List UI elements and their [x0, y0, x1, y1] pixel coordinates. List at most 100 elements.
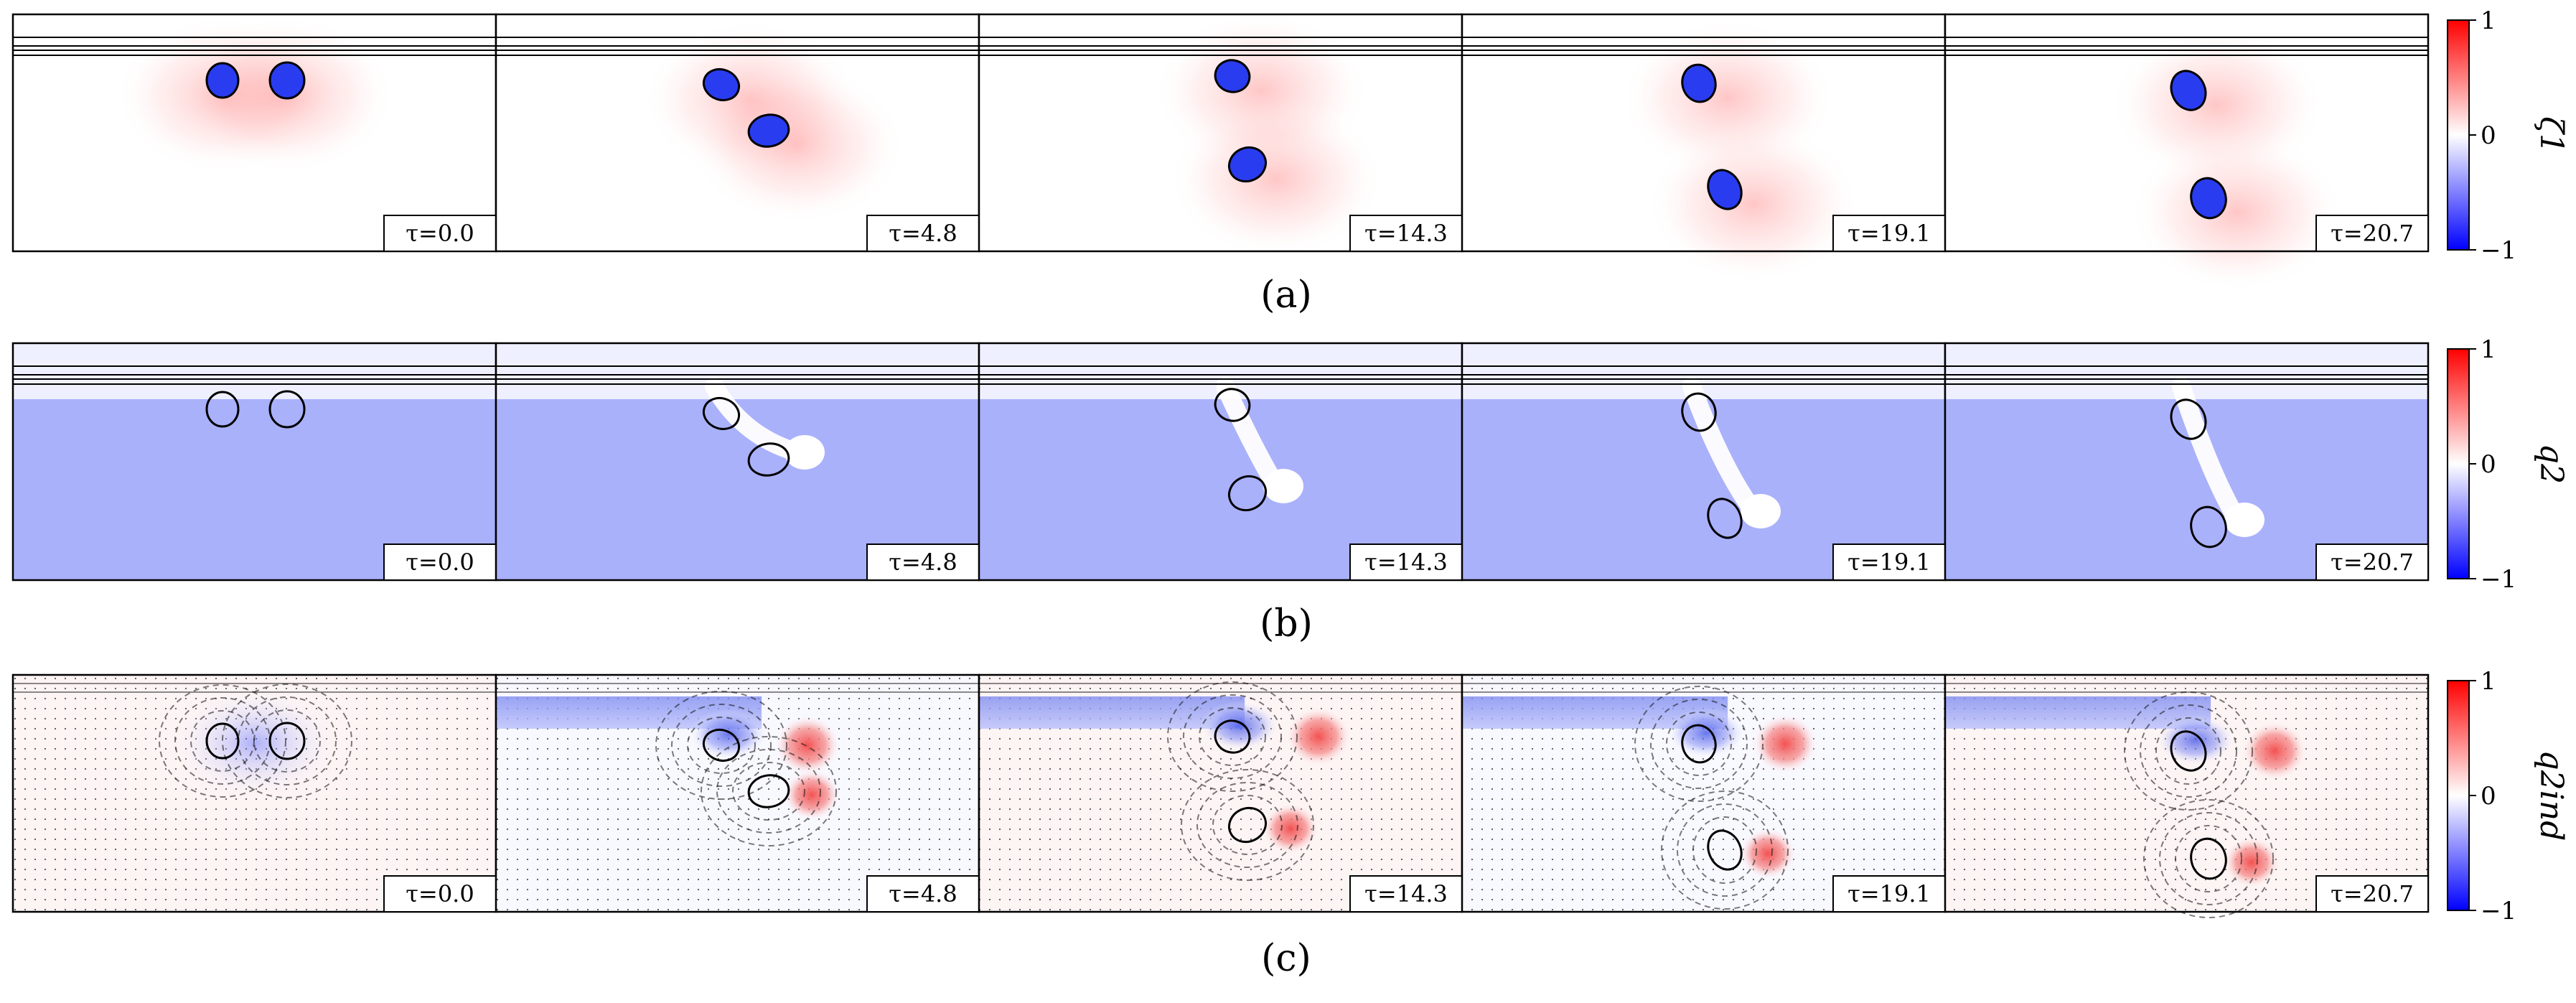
- induced-blue-core: [1667, 708, 1746, 758]
- vortex-contour: [2170, 730, 2207, 772]
- quiver-swirl: [1181, 769, 1314, 881]
- quiver-swirl: [2124, 691, 2253, 811]
- panel-a-5: τ=20.7: [1944, 13, 2430, 291]
- quiver-swirl: [1183, 694, 1282, 779]
- time-label-box: [1832, 875, 1946, 913]
- time-label-box: [1349, 544, 1463, 581]
- quiver-swirl: [687, 717, 756, 774]
- time-label: τ=14.3: [1364, 880, 1448, 908]
- time-label: τ=4.8: [889, 880, 957, 908]
- quiver-swirl: [1666, 712, 1732, 776]
- panel-c-3: τ=14.3: [978, 673, 1463, 913]
- time-label: τ=20.7: [2331, 220, 2414, 247]
- induced-red-core: [783, 769, 840, 821]
- quiver-swirl: [222, 684, 352, 798]
- quiver-swirl: [190, 710, 255, 772]
- vortex-contour: [268, 722, 306, 760]
- colorbar-label: ζ1: [2533, 116, 2570, 154]
- time-label: τ=20.7: [2331, 549, 2414, 576]
- time-label-box: [2315, 875, 2429, 913]
- induced-red-core: [2223, 836, 2280, 888]
- time-label-box: [1349, 875, 1463, 913]
- vortex-contour: [1707, 498, 1743, 539]
- time-label-box: [866, 875, 980, 913]
- induced-red-core: [1262, 803, 1319, 854]
- colorbar-tick-label: 1: [2481, 667, 2496, 696]
- induced-blue-core: [689, 709, 768, 760]
- quiver-swirl: [2140, 704, 2237, 798]
- panel-a-2: τ=4.8: [495, 13, 980, 253]
- vortex-contour: [2190, 177, 2227, 220]
- quiver-swirl: [1650, 699, 1748, 789]
- time-label: τ=19.1: [1847, 220, 1931, 247]
- induced-blue-region: [169, 686, 341, 801]
- quiver-swirl: [1212, 795, 1283, 855]
- vortex-contour: [205, 62, 240, 99]
- time-label: τ=20.7: [2331, 880, 2414, 908]
- quiver-swirl: [671, 704, 772, 787]
- vortex-contour: [205, 391, 240, 428]
- time-label-box: [866, 215, 980, 252]
- quiver-swirl: [253, 709, 321, 773]
- time-label-box: [383, 875, 497, 913]
- vortex-contour: [1214, 59, 1251, 93]
- panel-caption: (c): [1261, 937, 1311, 980]
- quiver-swirl: [2175, 825, 2242, 892]
- colorbar: [2447, 19, 2470, 251]
- quiver-swirl: [2155, 717, 2221, 785]
- panel-b-4: τ=19.1: [1461, 342, 1947, 582]
- quiver-swirl: [701, 736, 837, 846]
- panel-b-3: τ=14.3: [978, 342, 1463, 582]
- vortex-contour: [2190, 837, 2227, 880]
- vortex-contour: [268, 61, 306, 100]
- quiver-swirl: [1661, 790, 1789, 910]
- vortex-contour: [1228, 806, 1267, 844]
- time-label: τ=19.1: [1847, 549, 1931, 576]
- vortex-contour: [2170, 70, 2207, 111]
- time-label-box: [2315, 544, 2429, 581]
- colorbar-tick-label: 1: [2481, 335, 2496, 364]
- vorticity-halo: [2130, 134, 2345, 291]
- quiver-swirl: [1196, 782, 1298, 868]
- panel-b-5: τ=20.7: [1944, 342, 2430, 582]
- vortex-contour: [268, 390, 306, 429]
- quiver-swirl: [1692, 816, 1757, 884]
- vortex-contour: [702, 728, 741, 762]
- vortex-contour: [747, 113, 790, 148]
- time-label: τ=14.3: [1364, 549, 1448, 576]
- time-label: τ=0.0: [406, 880, 474, 908]
- panel-c-4: τ=19.1: [1461, 673, 1947, 913]
- panel-b-1: τ=0.0: [11, 342, 497, 582]
- time-label-box: [1832, 544, 1946, 581]
- colorbar-label: q2ind: [2533, 750, 2570, 841]
- quiver-swirl: [2159, 812, 2258, 905]
- captions-layer: (a)(b)(c): [1260, 274, 1313, 980]
- colorbar-tick-label: 1: [2481, 6, 2496, 35]
- vortex-contour: [747, 774, 790, 808]
- colorbar: [2447, 348, 2470, 579]
- time-label-box: [1832, 215, 1946, 252]
- induced-blue-core: [1200, 701, 1279, 751]
- time-label: τ=19.1: [1847, 880, 1931, 908]
- vortex-contour: [2190, 505, 2227, 549]
- quiver-swirl: [1634, 686, 1764, 802]
- vortex-contour: [1214, 719, 1251, 754]
- time-label-box: [383, 215, 497, 252]
- upper-layer-band: [1462, 343, 1945, 399]
- vortex-contour: [702, 67, 741, 102]
- vorticity-halo: [1168, 100, 1384, 258]
- vortex-contour: [205, 722, 240, 760]
- detached-patch: [1263, 469, 1303, 503]
- quiver-swirl: [1677, 803, 1773, 897]
- vorticity-halo: [690, 66, 905, 224]
- panel-a-3: τ=14.3: [978, 11, 1463, 258]
- panel-frame: [1944, 13, 2430, 253]
- colorbar: [2447, 680, 2470, 911]
- induced-red-core: [1739, 828, 1797, 880]
- induced-red-core: [774, 715, 840, 775]
- time-label-box: [383, 544, 497, 581]
